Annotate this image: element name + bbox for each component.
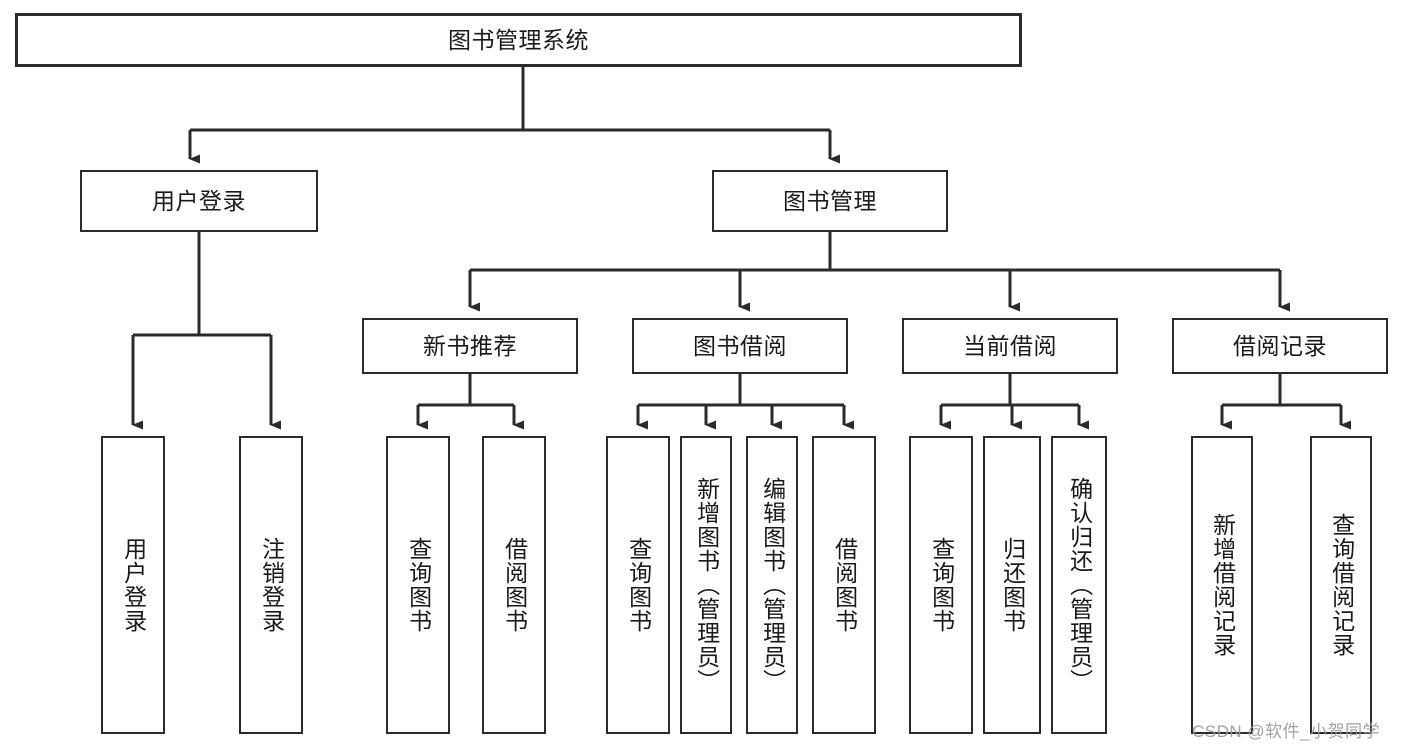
node-borrow-record[interactable]: 借阅记录 bbox=[1172, 318, 1388, 374]
node-label: 查询图书 bbox=[928, 537, 955, 633]
node-root-system[interactable]: 图书管理系统 bbox=[15, 13, 1022, 67]
leaf-logout[interactable]: 注销登录 bbox=[239, 436, 303, 734]
csdn-watermark: CSDN @软件_小贺同学 bbox=[1192, 722, 1381, 741]
node-label: 查询图书 bbox=[625, 537, 652, 633]
node-label: 图书管理系统 bbox=[448, 26, 589, 53]
node-current-borrow[interactable]: 当前借阅 bbox=[902, 318, 1118, 374]
leaf-edit-book-admin[interactable]: 编辑图书（管理员） bbox=[746, 436, 798, 734]
node-label: 用户登录 bbox=[152, 187, 246, 214]
leaf-return-book[interactable]: 归还图书 bbox=[983, 436, 1041, 734]
leaf-borrow-book-recommend[interactable]: 借阅图书 bbox=[482, 436, 546, 734]
node-label: 归还图书 bbox=[999, 537, 1026, 633]
node-label: 图书管理 bbox=[783, 187, 877, 214]
leaf-confirm-return-admin[interactable]: 确认归还（管理员） bbox=[1051, 436, 1107, 734]
node-label: 新增借阅记录 bbox=[1209, 513, 1236, 657]
node-label: 注销登录 bbox=[258, 537, 285, 633]
leaf-query-book-recommend[interactable]: 查询图书 bbox=[386, 436, 450, 734]
leaf-user-login[interactable]: 用户登录 bbox=[101, 436, 165, 734]
node-label: 当前借阅 bbox=[963, 332, 1057, 359]
node-label: 用户登录 bbox=[120, 537, 147, 633]
node-label: 查询图书 bbox=[405, 537, 432, 633]
leaf-query-book[interactable]: 查询图书 bbox=[606, 436, 670, 734]
node-label: 新增图书（管理员） bbox=[693, 477, 720, 693]
leaf-add-borrow-record[interactable]: 新增借阅记录 bbox=[1191, 436, 1253, 734]
node-label: 查询借阅记录 bbox=[1328, 513, 1355, 657]
node-label: 新书推荐 bbox=[423, 332, 517, 359]
node-new-book-recommend[interactable]: 新书推荐 bbox=[362, 318, 578, 374]
node-book-borrow[interactable]: 图书借阅 bbox=[632, 318, 848, 374]
node-book-manage[interactable]: 图书管理 bbox=[712, 170, 948, 232]
node-label: 借阅图书 bbox=[501, 537, 528, 633]
node-label: 图书借阅 bbox=[693, 332, 787, 359]
leaf-query-borrow-record[interactable]: 查询借阅记录 bbox=[1310, 436, 1372, 734]
leaf-add-book-admin[interactable]: 新增图书（管理员） bbox=[680, 436, 732, 734]
node-label: 借阅记录 bbox=[1233, 332, 1327, 359]
node-label: 编辑图书（管理员） bbox=[759, 477, 786, 693]
node-label: 借阅图书 bbox=[831, 537, 858, 633]
leaf-query-book-current[interactable]: 查询图书 bbox=[909, 436, 973, 734]
leaf-borrow-book[interactable]: 借阅图书 bbox=[812, 436, 876, 734]
node-label: 确认归还（管理员） bbox=[1066, 477, 1093, 693]
node-user-login[interactable]: 用户登录 bbox=[80, 170, 318, 232]
